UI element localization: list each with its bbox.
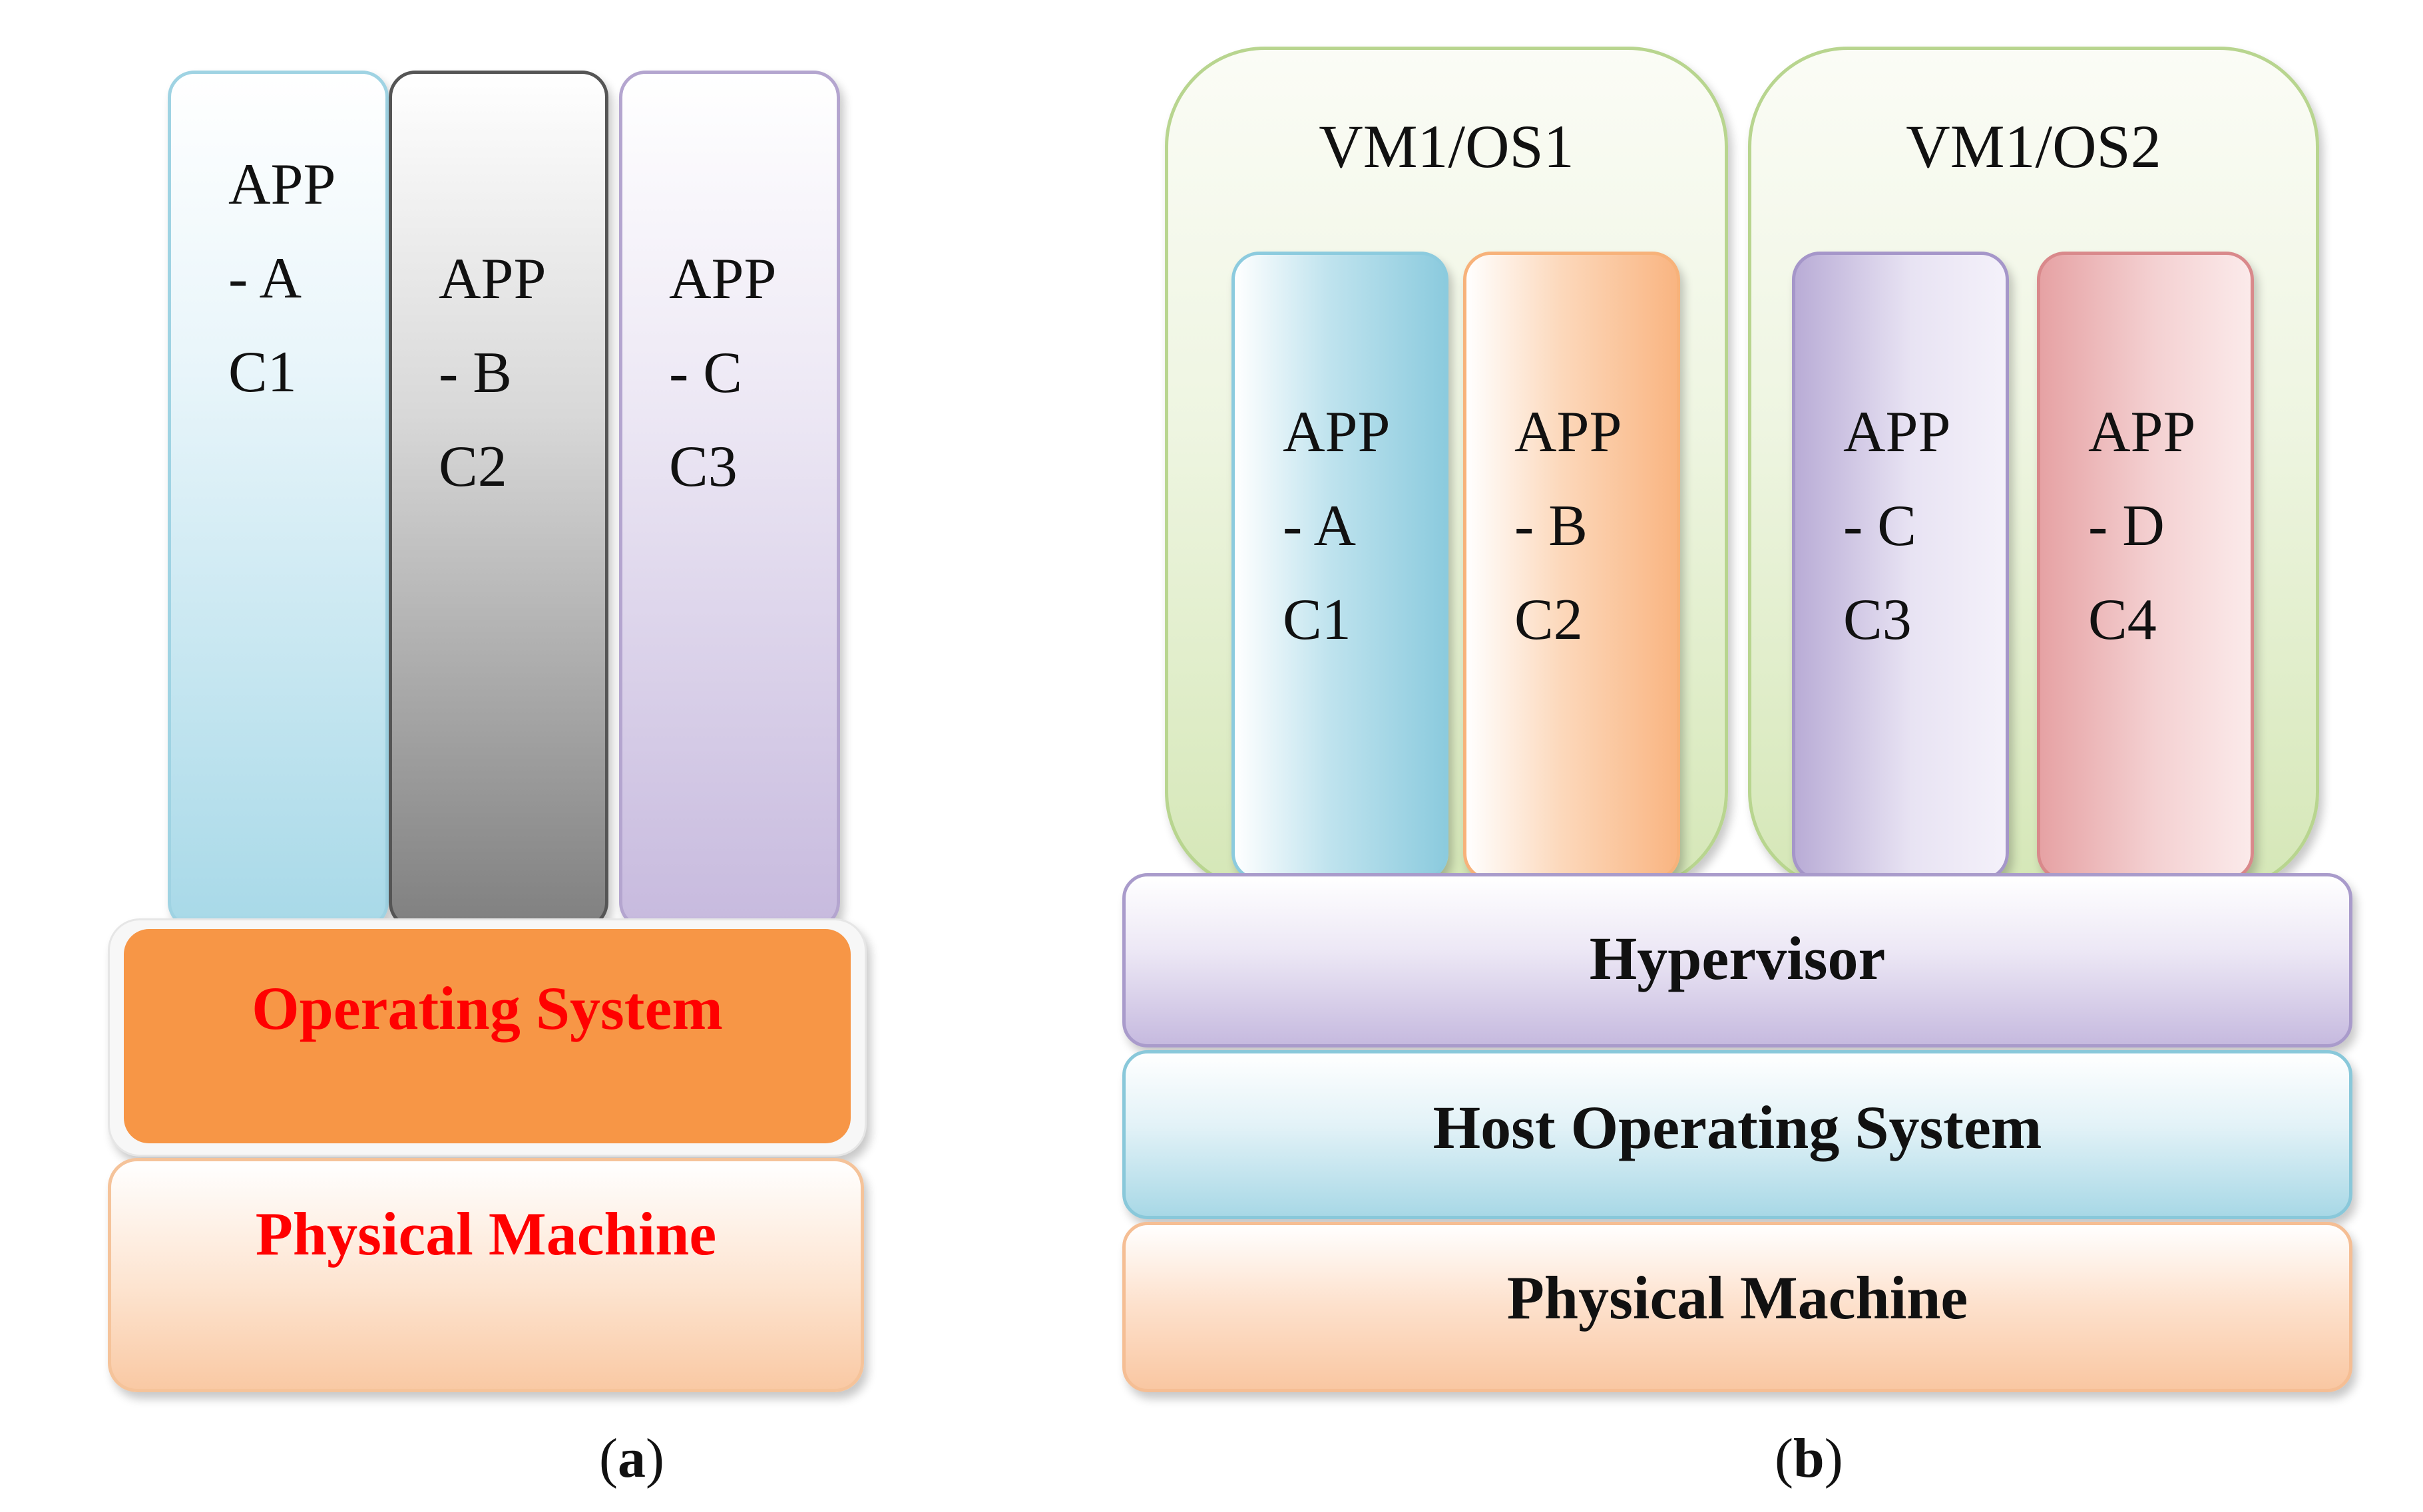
caption-b: (b) [1775,1431,1843,1487]
physical-machine-label-a: Physical Machine [255,1200,717,1268]
vm2-title: VM1/OS2 [1906,112,2161,180]
caption-a-letter: a [617,1427,646,1489]
physical-machine-layer-b: Physical Machine [1122,1222,2352,1392]
vm-app-d-label: APP - D C4 [2088,400,2196,652]
vm1-title: VM1/OS1 [1319,112,1574,180]
host-os-label: Host Operating System [1432,1093,2042,1161]
operating-system-layer: Operating System [124,929,851,1143]
app-b-label: APP - B C2 [439,247,547,499]
caption-b-close: ) [1824,1427,1843,1489]
caption-b-letter: b [1793,1427,1825,1489]
physical-machine-label-b: Physical Machine [1506,1264,1968,1332]
caption-a-close: ) [645,1427,664,1489]
app-c-label: APP - C C3 [669,247,777,499]
hypervisor-label: Hypervisor [1589,924,1886,992]
vm-app-b: APP - B C2 [1463,252,1680,881]
operating-system-label: Operating System [252,974,723,1042]
vm-app-c-label: APP - C C3 [1843,400,1951,652]
caption-a-open: ( [599,1427,618,1489]
caption-b-open: ( [1775,1427,1793,1489]
caption-a: (a) [599,1431,664,1487]
vm-app-b-label: APP - B C2 [1514,400,1622,652]
app-a-column: APP - A C1 [168,71,389,929]
hypervisor-layer: Hypervisor [1122,873,2352,1047]
vm-app-c: APP - C C3 [1792,252,2009,881]
host-os-layer: Host Operating System [1122,1050,2352,1219]
app-b-column: APP - B C2 [389,71,608,929]
app-a-label: APP - A C1 [228,152,336,405]
vm-app-d: APP - D C4 [2037,252,2254,881]
vm-app-a: APP - A C1 [1231,252,1448,881]
app-c-column: APP - C C3 [619,71,840,929]
physical-machine-layer-a: Physical Machine [108,1158,864,1392]
vm-app-a-label: APP - A C1 [1283,400,1391,652]
